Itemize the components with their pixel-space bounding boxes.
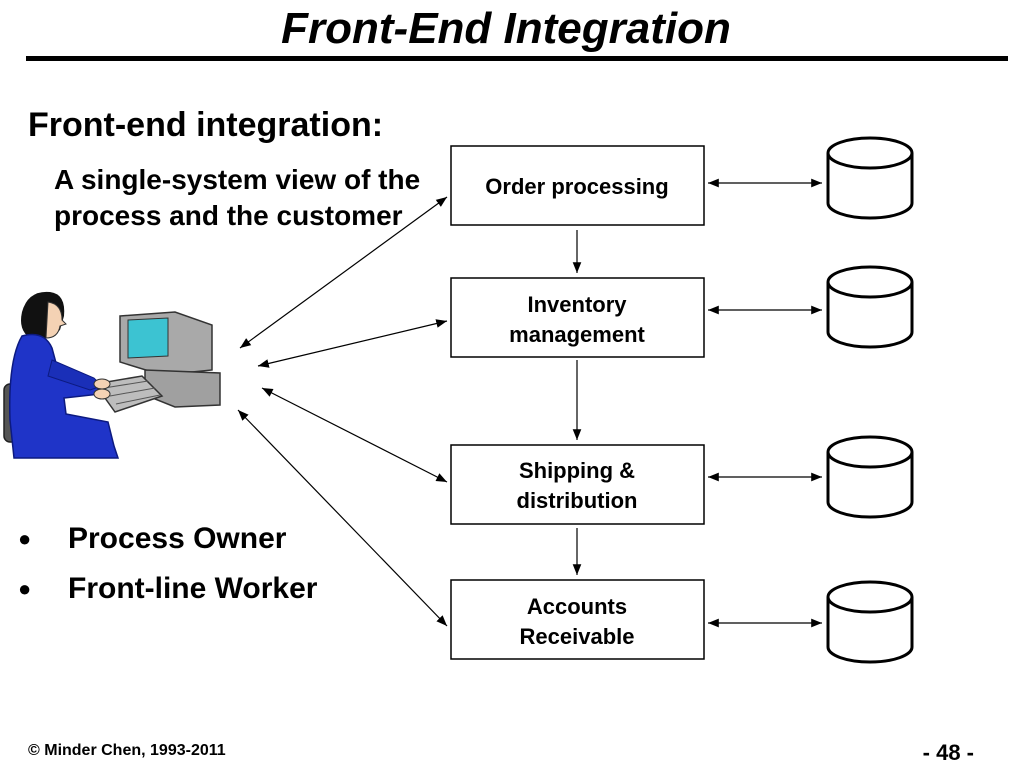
title-underline [26,56,1008,61]
database-icon [826,580,914,664]
process-box: Inventory management [450,277,705,358]
bullet-text: Front-line Worker [68,572,318,605]
process-box-label: management [509,322,645,347]
process-box-label: Order processing [485,174,668,199]
bullet-text: Process Owner [68,522,287,555]
worker-at-computer-illustration [3,291,221,459]
slide-title: Front-End Integration [281,4,731,53]
access-arrow [237,409,448,627]
bullet-item: ● Front-line Worker [18,564,317,614]
process-box: Shipping & distribution [450,444,705,525]
process-box-label: Accounts [527,594,627,619]
process-box-label: Inventory [527,292,627,317]
process-box-label: Receivable [520,624,635,649]
database-icon [826,435,914,519]
access-arrow [261,387,448,483]
copyright-text: © Minder Chen, 1993-2011 [28,742,226,759]
process-box: Order processing [450,145,705,226]
bullet-dot-icon: ● [18,576,32,601]
page-number: - 48 - [922,740,974,765]
access-arrow [239,196,448,349]
bullet-dot-icon: ● [18,526,32,551]
process-box-label: Shipping & [519,458,635,483]
database-icon [826,136,914,220]
process-box-label: distribution [517,488,638,513]
process-box: Accounts Receivable [450,579,705,660]
section-heading: Front-end integration: [28,106,384,144]
bullet-item: ● Process Owner [18,514,317,564]
database-icon [826,265,914,349]
access-arrow [257,319,448,368]
bullet-list: ● Process Owner ● Front-line Worker [18,514,317,614]
